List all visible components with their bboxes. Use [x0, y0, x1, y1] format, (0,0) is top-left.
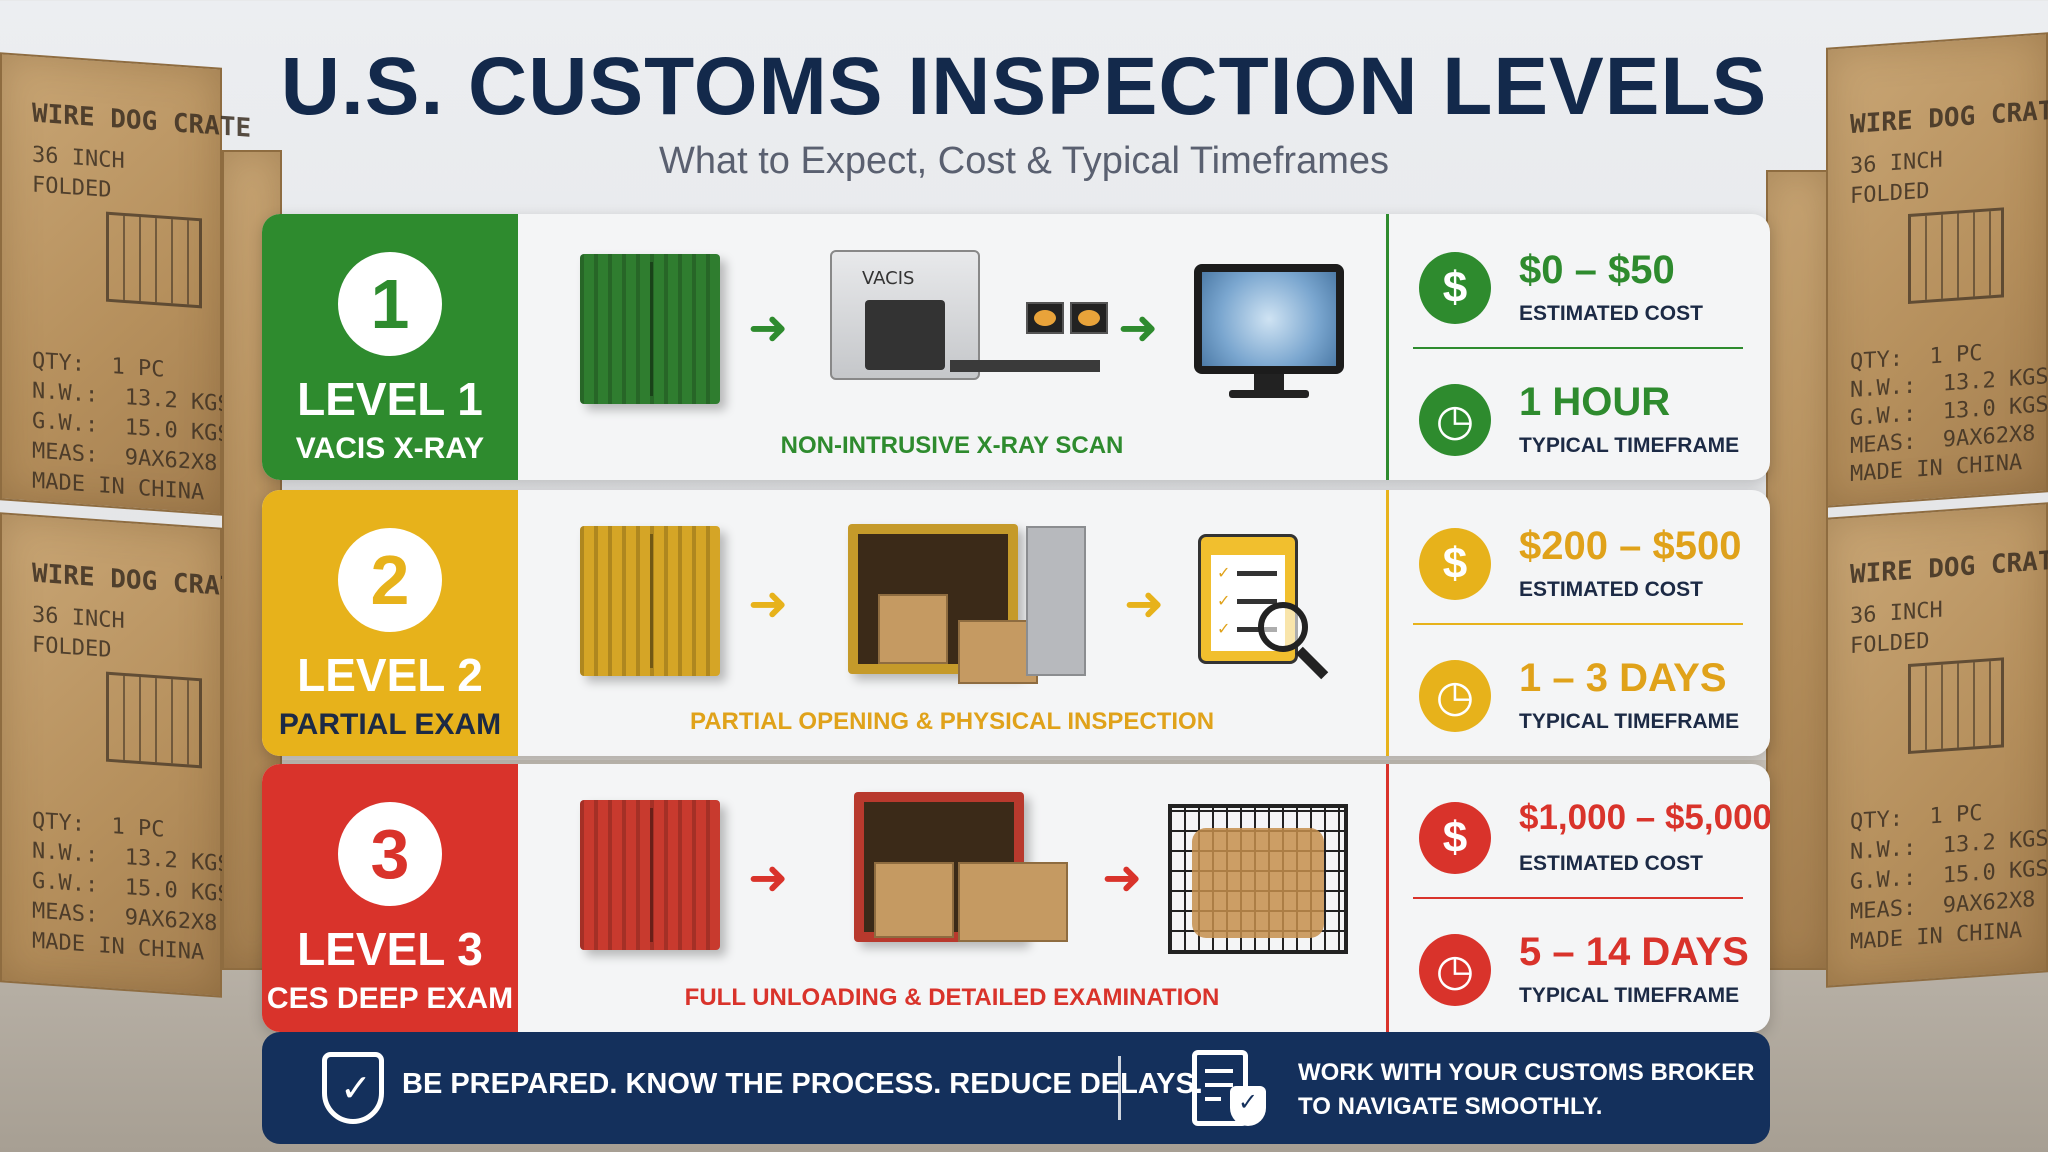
- arrow-right-icon: ➜: [748, 852, 789, 905]
- crate-sketch-icon: [106, 211, 202, 309]
- level-name: LEVEL 3: [297, 923, 483, 975]
- estimated-cost: $ $1,000 – $5,000 ESTIMATED COST: [1419, 788, 1770, 898]
- time-value: 5 – 14 DAYS: [1519, 930, 1749, 974]
- stat-separator: [1413, 897, 1743, 899]
- time-value: 1 HOUR: [1519, 380, 1671, 424]
- level-number: 2: [338, 528, 442, 632]
- level-number: 1: [338, 252, 442, 356]
- level-1-row: 1 LEVEL 1 VACIS X-RAY ➜ VACIS ➜ NON-INTR…: [262, 214, 1770, 480]
- crate-sketch-icon: [106, 671, 202, 769]
- clock-icon: ◷: [1419, 934, 1491, 1006]
- level-3-badge: 3 LEVEL 3 CES DEEP EXAM: [262, 764, 518, 1032]
- level-1-badge: 1 LEVEL 1 VACIS X-RAY: [262, 214, 518, 480]
- dollar-icon: $: [1419, 802, 1491, 874]
- magnifier-handle-icon: [1295, 646, 1329, 680]
- yellow-container-icon: [580, 526, 720, 676]
- level-1-process-flow: ➜ VACIS ➜ NON-INTRUSIVE X-RAY SCAN: [518, 214, 1386, 480]
- time-label: TYPICAL TIMEFRAME: [1519, 984, 1740, 1007]
- level-3-row: 3 LEVEL 3 CES DEEP EXAM ➜ ➜ FULL UNLOADI…: [262, 764, 1770, 1032]
- footer-banner: ✓ BE PREPARED. KNOW THE PROCESS. REDUCE …: [262, 1032, 1770, 1144]
- level-name: LEVEL 1: [297, 373, 483, 425]
- time-value: 1 – 3 DAYS: [1519, 656, 1727, 700]
- shield-icon: [322, 1052, 384, 1124]
- background-box-right-inner: [1766, 170, 1828, 970]
- footer-tagline: BE PREPARED. KNOW THE PROCESS. REDUCE DE…: [402, 1068, 1203, 1100]
- level-3-stats: $ $1,000 – $5,000 ESTIMATED COST ◷ 5 – 1…: [1389, 764, 1770, 1032]
- clock-icon: ◷: [1419, 384, 1491, 456]
- arrow-right-icon: ➜: [1124, 578, 1165, 631]
- crate-sketch-icon: [1908, 657, 2004, 755]
- clock-icon: ◷: [1419, 660, 1491, 732]
- level-kind: VACIS X-RAY: [295, 432, 485, 465]
- level-3-process-flow: ➜ ➜ FULL UNLOADING & DETAILED EXAMINATIO…: [518, 764, 1386, 1032]
- arrow-right-icon: ➜: [748, 578, 789, 631]
- typical-timeframe: ◷ 1 – 3 DAYS TYPICAL TIMEFRAME: [1419, 646, 1749, 756]
- level-number: 3: [338, 802, 442, 906]
- cost-value: $1,000 – $5,000: [1519, 798, 1770, 837]
- level-caption: PARTIAL OPENING & PHYSICAL INSPECTION: [689, 708, 1215, 735]
- footer-separator: [1118, 1056, 1121, 1120]
- open-container-icon: [848, 524, 1038, 684]
- time-label: TYPICAL TIMEFRAME: [1519, 710, 1740, 733]
- unloaded-cartons-icon: [958, 862, 1068, 942]
- cost-label: ESTIMATED COST: [1519, 578, 1703, 601]
- level-caption: FULL UNLOADING & DETAILED EXAMINATION: [684, 984, 1220, 1011]
- typical-timeframe: ◷ 1 HOUR TYPICAL TIMEFRAME: [1419, 370, 1749, 480]
- level-name: LEVEL 2: [297, 649, 483, 701]
- level-2-badge: 2 LEVEL 2 PARTIAL EXAM: [262, 490, 518, 756]
- level-kind: CES DEEP EXAM: [266, 982, 514, 1015]
- background-box-right-bottom: WIRE DOG CRATE 36 INCH FOLDED QTY: 1 PC …: [1826, 502, 2048, 988]
- level-caption: NON-INTRUSIVE X-RAY SCAN: [780, 432, 1124, 459]
- footer-advice: WORK WITH YOUR CUSTOMS BROKER TO NAVIGAT…: [1298, 1056, 1754, 1123]
- level-2-stats: $ $200 – $500 ESTIMATED COST ◷ 1 – 3 DAY…: [1389, 490, 1770, 756]
- level-1-stats: $ $0 – $50 ESTIMATED COST ◷ 1 HOUR TYPIC…: [1389, 214, 1770, 480]
- cost-label: ESTIMATED COST: [1519, 852, 1703, 875]
- typical-timeframe: ◷ 5 – 14 DAYS TYPICAL TIMEFRAME: [1419, 920, 1749, 1030]
- crate-sketch-icon: [1908, 207, 2004, 305]
- footer-advice-line-1: WORK WITH YOUR CUSTOMS BROKER: [1298, 1059, 1755, 1086]
- estimated-cost: $ $0 – $50 ESTIMATED COST: [1419, 238, 1749, 348]
- page-title: U.S. CUSTOMS INSPECTION LEVELS: [280, 41, 1768, 132]
- arrow-right-icon: ➜: [1102, 852, 1143, 905]
- red-container-icon: [580, 800, 720, 950]
- level-2-row: 2 LEVEL 2 PARTIAL EXAM ➜ ➜ ✓ ✓ ✓ PARTIAL…: [262, 490, 1770, 756]
- cost-value: $200 – $500: [1519, 524, 1742, 568]
- green-container-icon: [580, 254, 720, 404]
- shield-check-icon: ✓: [340, 1068, 372, 1110]
- dollar-icon: $: [1419, 528, 1491, 600]
- wire-dog-crate-icon: [1168, 804, 1348, 954]
- time-label: TYPICAL TIMEFRAME: [1519, 434, 1740, 457]
- row-divider: [1386, 214, 1389, 480]
- dollar-icon: $: [1419, 252, 1491, 324]
- arrow-right-icon: ➜: [1118, 302, 1159, 355]
- background-box-left-bottom: WIRE DOG CRATE 36 INCH FOLDED QTY: 1 PC …: [0, 512, 257, 998]
- row-divider: [1386, 490, 1389, 756]
- document-shield-icon: [1230, 1086, 1266, 1126]
- xray-monitor-icon: [1194, 264, 1344, 398]
- container-door-icon: [1026, 526, 1086, 676]
- cost-label: ESTIMATED COST: [1519, 302, 1703, 325]
- estimated-cost: $ $200 – $500 ESTIMATED COST: [1419, 514, 1749, 624]
- scanner-label: VACIS: [862, 268, 915, 289]
- cost-value: $0 – $50: [1519, 248, 1675, 292]
- stat-separator: [1413, 347, 1743, 349]
- magnifier-icon: [1258, 602, 1308, 652]
- page-subtitle: What to Expect, Cost & Typical Timeframe…: [659, 140, 1389, 182]
- stat-separator: [1413, 623, 1743, 625]
- level-2-process-flow: ➜ ➜ ✓ ✓ ✓ PARTIAL OPENING & PHYSICAL INS…: [518, 490, 1386, 756]
- level-kind: PARTIAL EXAM: [278, 708, 502, 741]
- row-divider: [1386, 764, 1389, 1032]
- footer-advice-line-2: TO NAVIGATE SMOOTHLY.: [1298, 1092, 1603, 1120]
- arrow-right-icon: ➜: [748, 302, 789, 355]
